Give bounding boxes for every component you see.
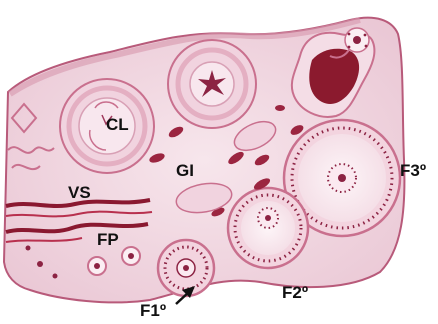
f1-pointer-arrow [0, 0, 438, 324]
ovary-diagram: CL GI VS FP F3º F2º F1º [0, 0, 438, 324]
